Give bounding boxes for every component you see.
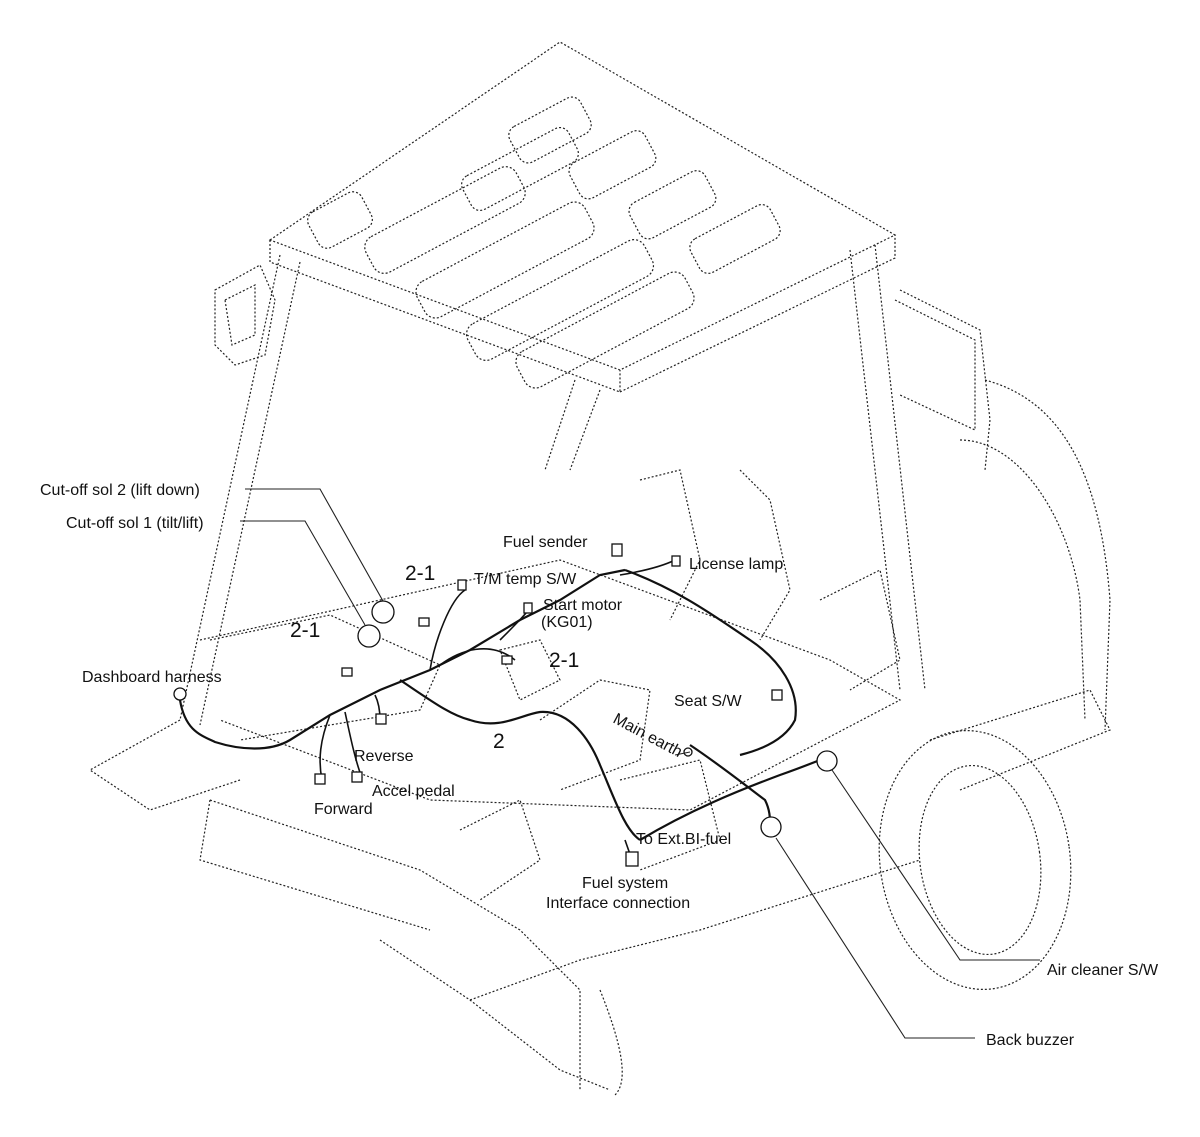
connector-2-1-top	[418, 617, 430, 627]
connector-tm-temp	[457, 579, 467, 591]
label-reverse: Reverse	[354, 748, 414, 765]
label-accel-pedal: Accel pedal	[372, 783, 455, 800]
connector-2-1-right	[501, 655, 513, 665]
connector-fuel-sender	[611, 543, 623, 557]
label-fuel-sender: Fuel sender	[503, 534, 588, 551]
label-start-motor-code: (KG01)	[541, 614, 593, 631]
connector-seat-sw	[771, 689, 783, 701]
connector-fuel-system	[625, 851, 639, 867]
connector-dashboard	[173, 687, 187, 701]
label-ref-2-1-b: 2-1	[290, 619, 320, 642]
guard-pillars	[179, 244, 926, 726]
connector-cutoff-sol-2	[371, 600, 395, 624]
connector-forward	[314, 773, 326, 785]
label-ref-2-1-c: 2-1	[549, 649, 579, 672]
label-cutoff-sol-1: Cut-off sol 1 (tilt/lift)	[66, 515, 204, 532]
connector-cutoff-sol-1	[357, 624, 381, 648]
label-license-lamp: License lamp	[689, 556, 783, 573]
label-tm-temp-sw: T/M temp S/W	[474, 571, 577, 588]
label-ref-2-1-a: 2-1	[405, 562, 435, 585]
label-cutoff-sol-2: Cut-off sol 2 (lift down)	[40, 482, 200, 499]
connector-license-lamp	[671, 555, 681, 567]
connector-2-1-left	[341, 667, 353, 677]
label-back-buzzer: Back buzzer	[986, 1032, 1075, 1049]
main-harness	[178, 559, 826, 861]
connector-accel-pedal	[351, 771, 363, 783]
label-main-earth: Main earth	[610, 711, 685, 761]
label-forward: Forward	[314, 801, 373, 818]
label-ref-2: 2	[493, 730, 505, 753]
overhead-guard	[268, 41, 897, 393]
leader-lines	[240, 488, 1040, 1039]
label-seat-sw: Seat S/W	[674, 693, 742, 710]
label-start-motor: Start motor	[543, 597, 623, 614]
label-dashboard-harness: Dashboard harness	[82, 669, 222, 686]
connector-reverse	[375, 713, 387, 725]
truck-body	[88, 289, 1111, 1096]
connector-air-cleaner	[816, 750, 838, 772]
connector-back-buzzer	[760, 816, 782, 838]
label-air-cleaner-sw: Air cleaner S/W	[1047, 962, 1159, 979]
label-to-ext-bi-fuel: To Ext.BI-fuel	[636, 831, 731, 848]
connectors	[173, 543, 838, 867]
connector-start-motor	[523, 602, 533, 614]
label-fuel-system: Fuel system	[582, 875, 668, 892]
label-interface-connection: Interface connection	[546, 895, 690, 912]
